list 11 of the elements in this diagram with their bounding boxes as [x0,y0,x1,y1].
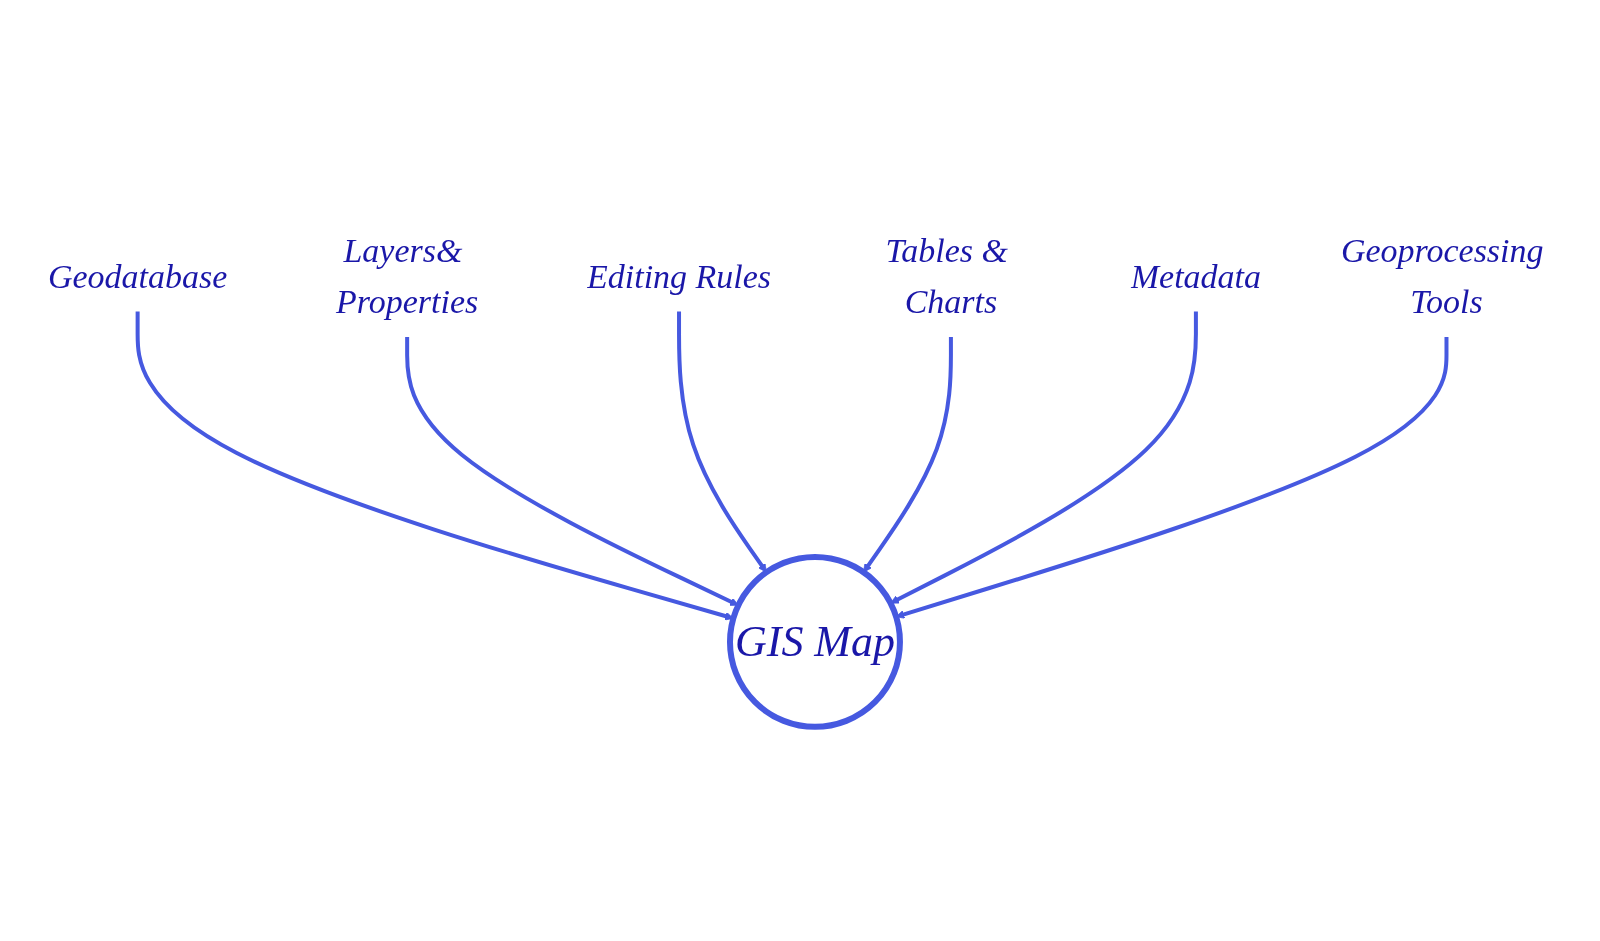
node-text: Editing Rules [587,257,772,295]
node-text: Geodatabase [47,257,228,295]
arrow [890,311,1198,604]
node-circle: GIS Map [727,553,903,730]
node-text: Tables & Charts [885,231,1008,320]
arrow [405,336,739,606]
node-text: Geoprocessing Tools [1340,231,1544,320]
arrow [677,311,767,573]
node-text: Layers& Properties [336,231,479,320]
node-text: Metadata [1130,257,1262,295]
arrow [863,336,953,573]
